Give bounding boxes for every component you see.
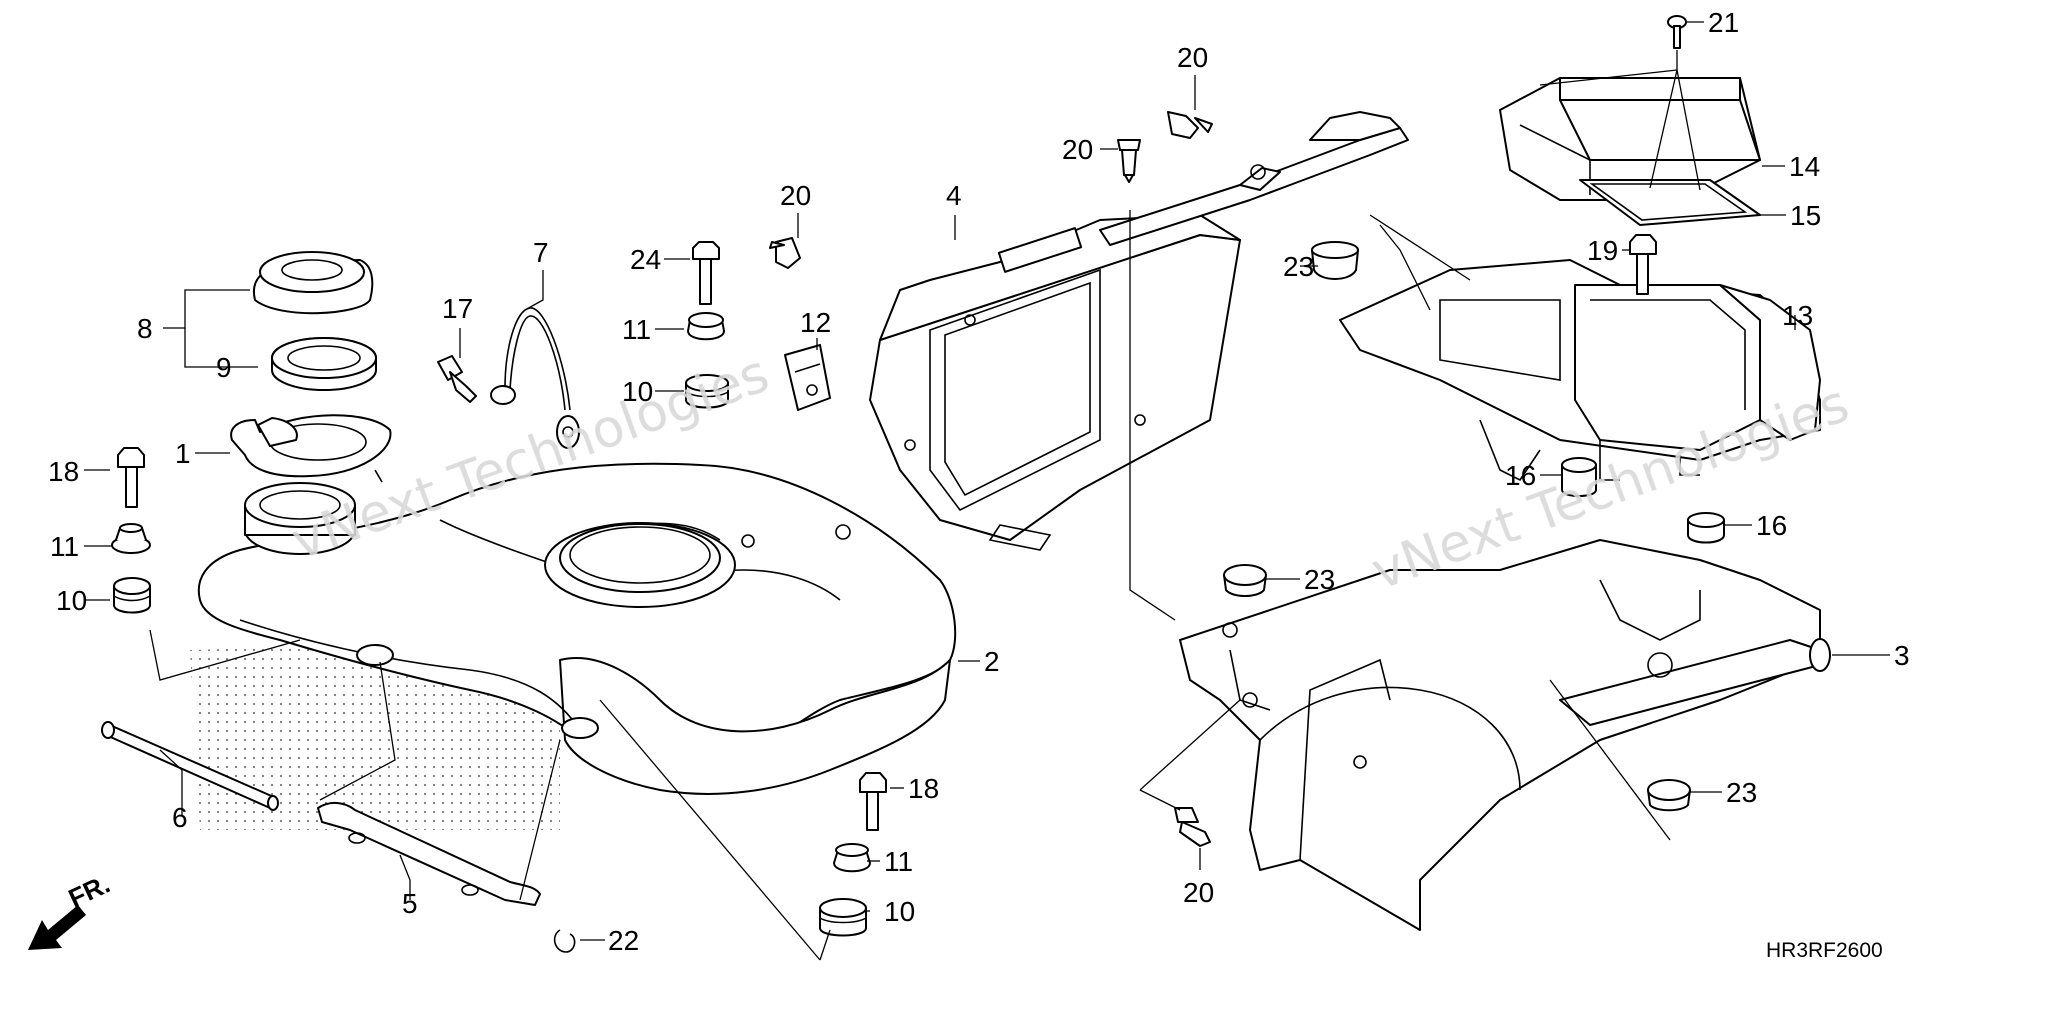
washer-11-center [687, 312, 725, 341]
callout-10-center: 10 [622, 376, 653, 407]
callout-22: 22 [608, 925, 639, 956]
fuel-tank [190, 462, 957, 830]
callout-17: 17 [442, 293, 473, 324]
washer-11-left [111, 523, 151, 554]
callout-23-a: 23 [1283, 251, 1314, 282]
rear-undertray [1179, 539, 1831, 931]
filler-neck-ring [230, 414, 392, 483]
callout-numbers: 8 9 1 18 11 10 17 7 24 11 10 20 4 12 20 … [48, 7, 1910, 956]
fuel-filler-cap [252, 251, 374, 315]
callout-16-a: 16 [1505, 460, 1536, 491]
callout-3: 3 [1894, 640, 1910, 671]
front-label: FR. [64, 869, 115, 914]
tank-band [317, 802, 541, 906]
ecu-unit [1499, 77, 1761, 201]
ecu-gasket [1579, 179, 1761, 226]
callout-16-b: 16 [1756, 510, 1787, 541]
callout-10-left: 10 [56, 585, 87, 616]
clip-22 [553, 929, 576, 953]
callout-21: 21 [1708, 7, 1739, 38]
diagram-code: HR3RF2600 [1766, 939, 1883, 962]
bolt-24 [692, 241, 720, 305]
bolt-18-bottom [859, 772, 887, 831]
callout-15: 15 [1790, 200, 1821, 231]
callout-18-bottom: 18 [908, 773, 939, 804]
callout-20-a: 20 [780, 180, 811, 211]
callout-4: 4 [946, 180, 962, 211]
flange-bolt-17 [437, 355, 477, 403]
filler-cap-gasket [271, 337, 377, 391]
callout-2: 2 [984, 646, 1000, 677]
callout-20-d: 20 [1183, 877, 1214, 908]
clip-12 [784, 344, 831, 411]
bushing-16-b [1687, 512, 1725, 544]
clip-20-right [1167, 111, 1213, 139]
callout-19: 19 [1587, 235, 1618, 266]
grommet-10-left [113, 577, 151, 614]
screw-21 [1667, 15, 1687, 49]
bracket-4 [869, 214, 1241, 551]
callout-20-c: 20 [1177, 42, 1208, 73]
battery-box [1339, 259, 1821, 482]
bolt-20-lower [1174, 807, 1211, 847]
callout-18-left: 18 [48, 456, 79, 487]
callout-10-bottom: 10 [884, 896, 915, 927]
front-direction-arrow: FR. [28, 869, 115, 950]
ground-strap [490, 307, 580, 449]
upper-rail [1099, 111, 1409, 246]
callout-6: 6 [172, 802, 188, 833]
callout-13: 13 [1782, 300, 1813, 331]
callout-1: 1 [175, 438, 191, 469]
clip-20-mid [1117, 139, 1141, 183]
rubber-cap-23-c [1647, 779, 1691, 812]
callout-14: 14 [1789, 151, 1820, 182]
callout-5: 5 [402, 888, 418, 919]
callout-23-c: 23 [1726, 777, 1757, 808]
callout-9: 9 [216, 352, 232, 383]
callout-11-left: 11 [50, 531, 79, 562]
callout-8: 8 [137, 313, 153, 344]
bolt-18-left [117, 447, 145, 508]
callout-24: 24 [630, 244, 661, 275]
callout-7: 7 [533, 237, 549, 268]
leader-lines [84, 21, 1890, 961]
mounting-rod [101, 721, 279, 811]
callout-11-center: 11 [622, 314, 651, 345]
grommet-10-bottom [819, 898, 867, 937]
callout-12: 12 [800, 307, 831, 338]
clip-20-left [769, 237, 801, 269]
bolt-19 [1629, 234, 1657, 295]
callout-20-b: 20 [1062, 134, 1093, 165]
callout-23-b: 23 [1304, 564, 1335, 595]
rubber-cap-23-a [1311, 241, 1359, 280]
washer-11-bottom [833, 843, 871, 873]
callout-11-bottom: 11 [884, 846, 913, 877]
rubber-cap-23-b [1223, 564, 1267, 597]
grommet-10-center [685, 374, 729, 409]
bushing-16-a [1561, 457, 1597, 497]
